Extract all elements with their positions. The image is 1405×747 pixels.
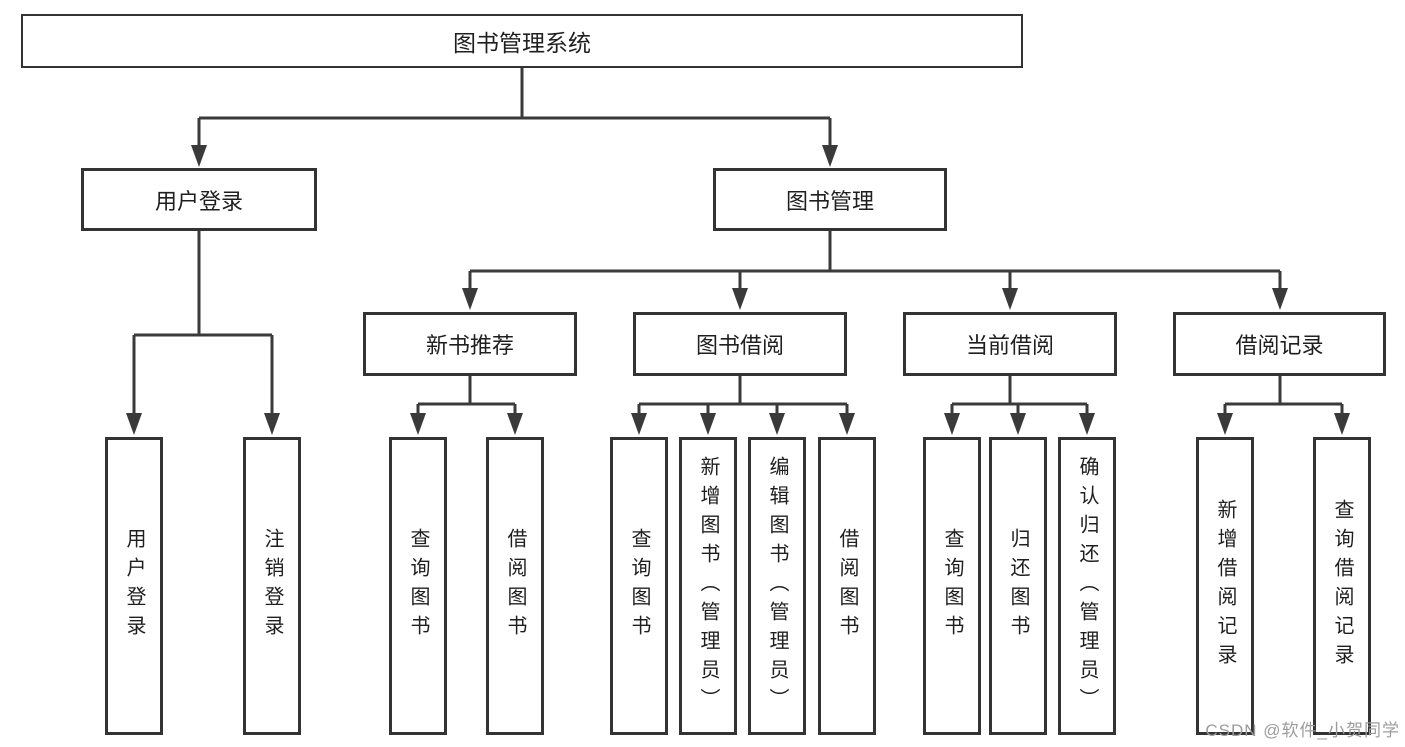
node-label: 查询图书 (407, 528, 429, 644)
leaf-add-book-admin: 新增图书（管理员） (679, 437, 737, 735)
node-library-management-system: 图书管理系统 (21, 14, 1023, 68)
leaf-add-borrow-record: 新增借阅记录 (1196, 437, 1254, 735)
node-label: 借阅记录 (1235, 333, 1324, 358)
node-label: 图书借阅 (695, 333, 784, 358)
node-label: 用户登录 (123, 528, 145, 644)
node-user-login: 用户登录 (81, 168, 317, 231)
node-label: 确认归还（管理员） (1076, 455, 1098, 717)
leaf-user-login: 用户登录 (105, 437, 163, 735)
node-label: 借阅图书 (504, 528, 526, 644)
leaf-edit-book-admin: 编辑图书（管理员） (748, 437, 806, 735)
node-label: 当前借阅 (965, 333, 1054, 358)
node-label: 新增图书（管理员） (697, 455, 719, 717)
node-label: 图书管理 (785, 188, 874, 214)
node-label: 图书管理系统 (453, 30, 591, 56)
watermark: CSDN @软件_小贺同学 (1205, 721, 1400, 740)
node-borrowing-records: 借阅记录 (1173, 312, 1386, 376)
leaf-return-books: 归还图书 (989, 437, 1047, 735)
leaf-confirm-return-admin: 确认归还（管理员） (1058, 437, 1116, 735)
node-label: 查询图书 (941, 528, 963, 644)
node-label: 新增借阅记录 (1214, 499, 1236, 673)
leaf-query-books-recommend: 查询图书 (389, 437, 447, 735)
node-label: 查询图书 (628, 528, 650, 644)
node-label: 借阅图书 (836, 528, 858, 644)
node-new-book-recommendation: 新书推荐 (363, 312, 577, 376)
leaf-query-books-current: 查询图书 (923, 437, 981, 735)
node-book-borrowing: 图书借阅 (633, 312, 847, 376)
leaf-borrow-books: 借阅图书 (818, 437, 876, 735)
leaf-query-borrow-record: 查询借阅记录 (1313, 437, 1371, 735)
node-label: 归还图书 (1007, 528, 1029, 644)
leaf-borrow-books-recommend: 借阅图书 (486, 437, 544, 735)
node-label: 用户登录 (154, 188, 243, 214)
node-book-management: 图书管理 (713, 168, 947, 231)
node-current-borrowing: 当前借阅 (903, 312, 1117, 376)
leaf-logout: 注销登录 (243, 437, 301, 735)
leaf-query-books-borrowing: 查询图书 (610, 437, 668, 735)
node-label: 新书推荐 (425, 333, 514, 358)
node-label: 编辑图书（管理员） (766, 455, 788, 717)
node-label: 注销登录 (261, 528, 283, 644)
node-label: 查询借阅记录 (1331, 499, 1353, 673)
